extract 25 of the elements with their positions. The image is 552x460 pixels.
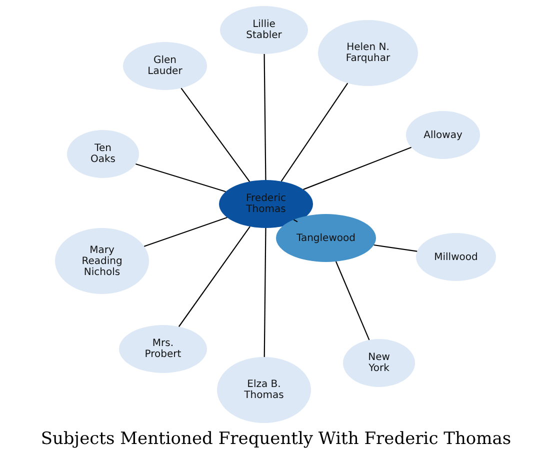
node-label: Lillie Stabler <box>246 19 282 41</box>
node-label: Tanglewood <box>296 232 356 244</box>
node-label: Ten Oaks <box>90 143 116 165</box>
connector-line <box>335 261 370 340</box>
connector-line <box>374 244 418 252</box>
connector-line <box>293 219 298 222</box>
connector-line <box>178 226 250 327</box>
node-label: Mary Reading Nichols <box>82 244 122 278</box>
node-label: Helen N. Farquhar <box>346 42 390 64</box>
connector-line <box>303 146 412 190</box>
node-label: Millwood <box>434 252 478 262</box>
node-label: Mrs. Probert <box>144 338 182 360</box>
caption: Subjects Mentioned Frequently With Frederic Thomas <box>40 428 512 451</box>
connector-line <box>280 82 348 182</box>
node-label: Frederic Thomas <box>246 193 286 215</box>
connector-line <box>264 54 266 180</box>
connector-line <box>264 228 266 357</box>
topic-ellipse <box>406 111 480 159</box>
connector-line <box>144 216 228 247</box>
node-label: Alloway <box>424 130 462 140</box>
connector-line <box>180 88 250 182</box>
connector-line <box>136 164 226 192</box>
node-label: Elza B. Thomas <box>244 379 284 401</box>
node-label: Glen Lauder <box>148 55 182 77</box>
node-label: New York <box>368 352 390 374</box>
